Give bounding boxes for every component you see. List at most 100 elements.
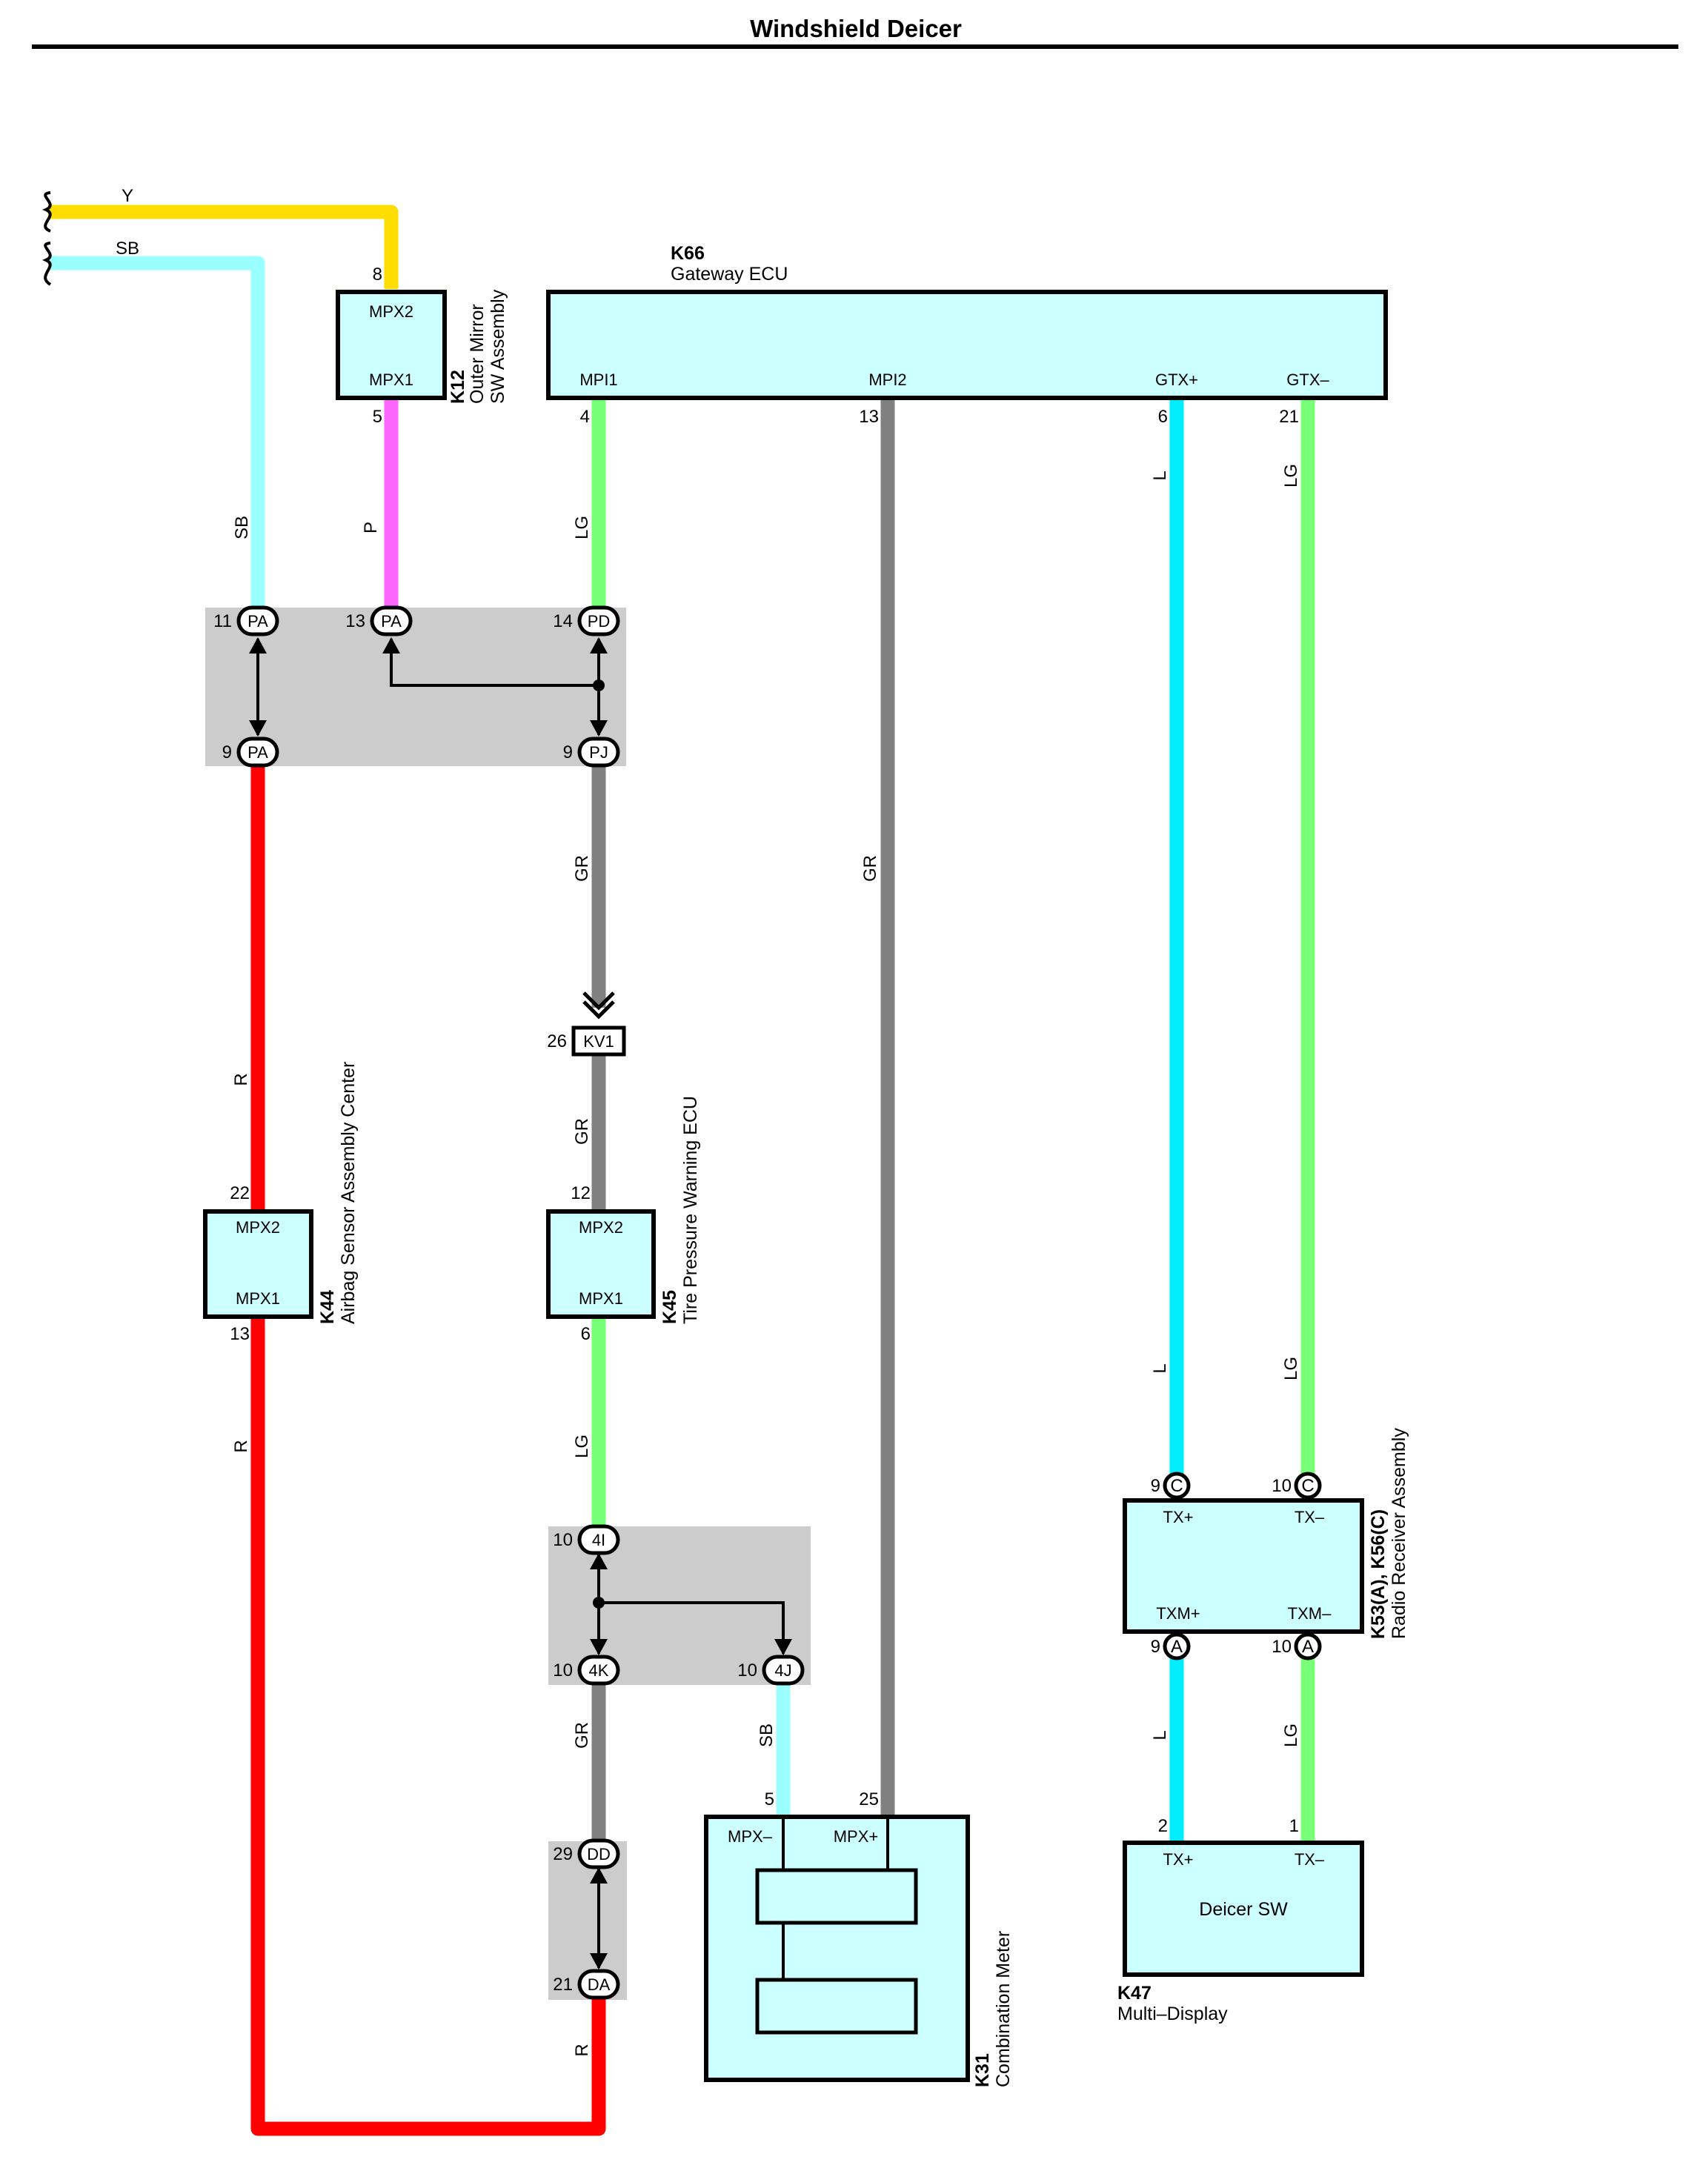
radio-conn-c-1 [1163,1472,1191,1500]
radio-pin-3: 9 [1151,1637,1160,1657]
connector-4k: 4K 10 [553,1655,620,1686]
radio-pin-4: 10 [1272,1637,1292,1657]
k44-name: Airbag Sensor Assembly Center [338,1062,359,1324]
k66-pin-2: 13 [859,407,879,427]
k47-inner-label: Deicer SW [1199,1899,1288,1920]
k31-pin-2: 25 [859,1789,879,1809]
connector-4k-pin: 10 [553,1660,573,1680]
connector-dd: DD 29 [553,1838,620,1869]
wire-label-lg-k45: LG [572,1434,592,1458]
wire-label-p-k12: P [361,522,381,533]
wire-label-lg-mpi1: LG [572,516,592,539]
k44-code: K44 [317,1290,338,1324]
k31-terminal-1: MPX– [728,1827,773,1846]
connector-4j-pin: 10 [737,1660,757,1680]
radio-name: Radio Receiver Assembly [1389,1428,1409,1639]
k12-terminal-1: MPX2 [369,302,413,321]
connector-pa13: PA 13 [345,605,413,636]
k66-name: Gateway ECU [671,264,788,285]
connector-pd14-code: PD [588,612,611,631]
k12-pin-2: 5 [373,407,382,427]
arrow-up-pd [590,637,608,654]
radio-conn-c-2-code: C [1301,1476,1314,1496]
k44-pin-1: 22 [230,1183,250,1203]
component-k45: MPX2 MPX1 12 6 K45 Tire Pressure Warning… [546,1096,701,1344]
arrow-up-pa [249,637,267,654]
wire-label-l-txm: L [1150,1730,1170,1740]
connector-pd14-pin: 14 [553,611,573,631]
jumper-pa13 [390,639,599,687]
k31-terminal-2: MPX+ [834,1827,879,1846]
radio-conn-a-1 [1163,1632,1191,1660]
k47-terminal-2: TX– [1295,1850,1325,1869]
wire-y [48,205,399,289]
component-k44: MPX2 MPX1 22 13 K44 Airbag Sensor Assemb… [203,1062,359,1344]
chevron-kv1-b [582,1000,615,1020]
connector-da-code: DA [588,1975,611,1994]
connector-pd14: PD 14 [553,605,620,636]
k66-terminal-1: MPI1 [579,370,617,389]
wire-label-r-da: R [572,2044,592,2056]
radio-terminal-4: TXM– [1288,1604,1332,1623]
wire-sb-top [48,256,265,621]
wire-r-k44 [250,1317,606,2136]
k12-code: K12 [448,370,468,404]
wire-label-r-k44: R [231,1440,251,1452]
arrow-down-da [590,1953,608,1969]
component-k47: TX+ TX– Deicer SW 2 1 K47 Multi–Display [1117,1816,1364,2024]
k66-terminal-2: MPI2 [868,370,906,389]
connector-pa9: PA 9 [222,737,279,768]
splice-dot-1 [593,679,605,691]
radio-conn-a-2-code: A [1302,1637,1314,1657]
k44-terminal-2: MPX1 [236,1289,280,1308]
wire-label-gr-mpi2: GR [860,855,880,882]
connector-dd-code: DD [587,1845,611,1864]
k31-inner-block-2 [755,1978,918,2035]
wire-label-gr-kv1: GR [572,1118,592,1145]
wire-label-lg-gtxm: LG [1281,464,1301,488]
radio-terminal-3: TXM+ [1156,1604,1200,1623]
k45-code: K45 [659,1290,680,1324]
radio-terminal-1: TX+ [1163,1508,1194,1526]
wire-label-l-gtxp: L [1150,471,1170,480]
k47-pin-1: 2 [1158,1816,1168,1836]
wire-label-lg-txm: LG [1281,1723,1301,1747]
k45-name: Tire Pressure Warning ECU [680,1096,701,1324]
wire-label-r-pa: R [231,1073,251,1086]
arrow-down-pa [249,720,267,737]
radio-conn-c-2 [1294,1472,1322,1500]
k66-code: K66 [671,243,705,264]
k45-terminal-2: MPX1 [579,1289,623,1308]
k31-inner-block-1 [755,1868,918,1925]
arrow-up-dd [590,1867,608,1884]
k66-terminal-4: GTX– [1286,370,1329,389]
arrow-up-4i [590,1553,608,1569]
connector-4i-code: 4I [592,1531,605,1549]
connector-kv1: KV1 26 [547,1025,626,1057]
k47-pin-2: 1 [1289,1816,1299,1836]
k47-code: K47 [1117,1983,1152,2004]
radio-conn-a-1-code: A [1171,1637,1183,1657]
connector-da: DA 21 [553,1969,620,2000]
connector-pa13-pin: 13 [345,611,365,631]
connector-pj9-code: PJ [589,743,608,762]
wire-label-lg-radio: LG [1281,1357,1301,1380]
k44-terminal-1: MPX2 [236,1218,280,1237]
connector-kv1-code: KV1 [583,1032,614,1051]
k47-name: Multi–Display [1117,2004,1228,2024]
connector-pa13-code: PA [381,612,402,631]
k66-pin-3: 6 [1158,407,1168,427]
connector-4j-code: 4J [774,1661,791,1680]
k45-pin-2: 6 [581,1324,591,1344]
k31-pin-1: 5 [765,1789,774,1809]
connector-pj9: PJ 9 [563,737,620,768]
radio-code: K53(A), K56(C) [1368,1509,1389,1639]
k31-code: K31 [972,2053,993,2087]
connector-pa9-pin: 9 [222,742,232,762]
chevron-kv1-a [582,991,615,1011]
k12-pin-1: 8 [373,265,382,285]
component-radio-receiver: TX+ TX– TXM+ TXM– C 9 C 10 A 9 A 10 K53(… [1123,1428,1409,1660]
connector-dd-pin: 29 [553,1844,573,1864]
k31-name: Combination Meter [993,1931,1014,2087]
